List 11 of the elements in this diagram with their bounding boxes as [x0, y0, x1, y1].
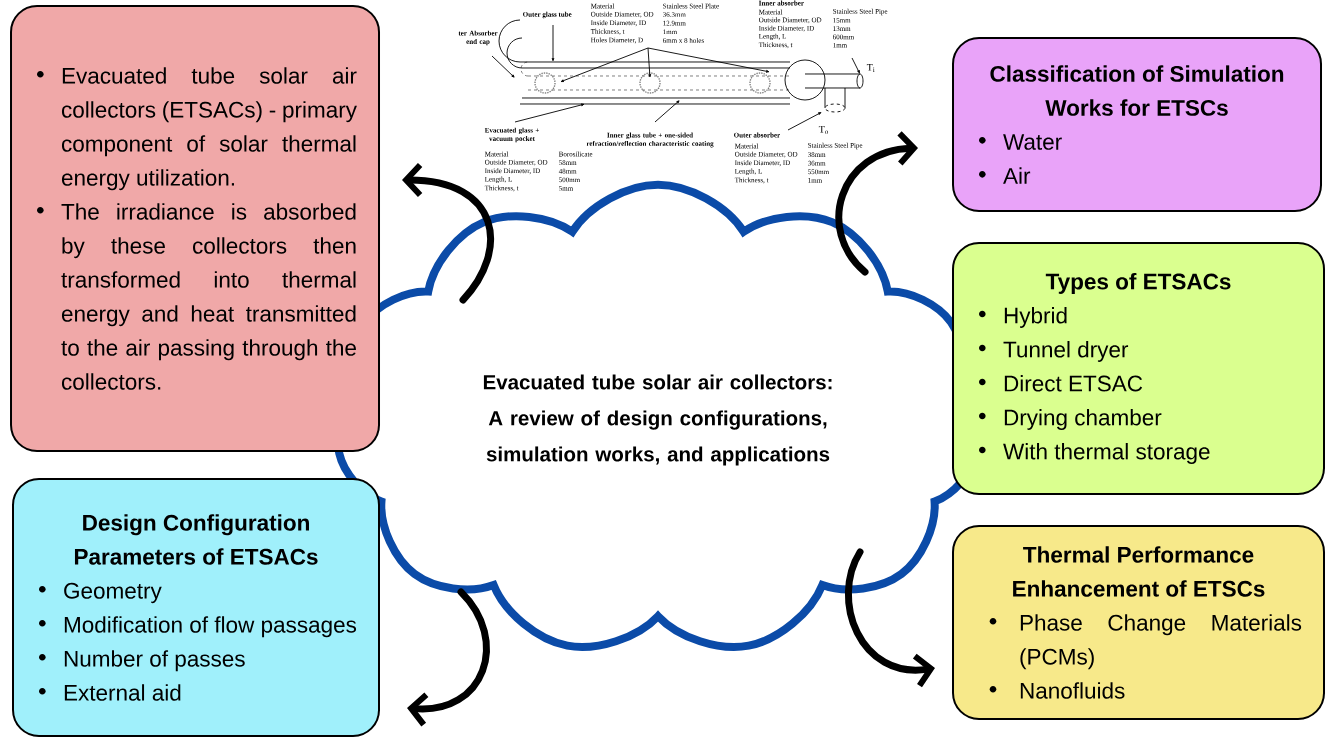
info-box: Thermal Performance Enhancement of ETSCs Phase Change Materials (PCMs) Nanofluids [952, 525, 1325, 720]
drawing-label: T$_{o}$ [818, 125, 829, 135]
info-box: Evacuated tube solar air collectors (ETSACs) - primary component of solar thermal energy utilization. The irradiance is absorbed by these collectors then transformed into thermal energy and heat transmitted to the air passing through the collectors. [10, 5, 380, 452]
curved-arrow [835, 131, 918, 276]
info-box: Types of ETSACs Hybrid Tunnel dryer Direct ETSAC Drying chamber With thermal storage [952, 242, 1325, 495]
curved-arrow [844, 548, 935, 688]
drawing-label: T$_{i}$ [866, 63, 875, 72]
curved-arrow [402, 162, 494, 304]
info-box: Classification of Simulation Works for ETSCs Water Air [952, 37, 1322, 212]
curved-arrow [407, 588, 490, 727]
info-box: Design Configuration Parameters of ETSACs Geometry Modification of flow passages Number of passes External aid [12, 478, 380, 737]
